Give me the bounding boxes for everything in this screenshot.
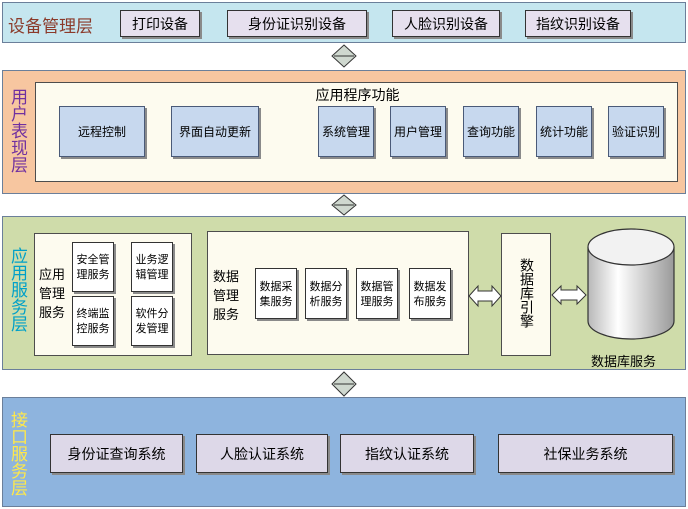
id-card-query-system: 身份证查询系统 (50, 434, 183, 473)
user-layer-band: 用户表现层 应用程序功能 远程控制 界面自动更新 系统管理 用户管理 查询功能 … (2, 70, 686, 194)
system-mgmt: 系统管理 (318, 106, 374, 157)
left-right-arrow-icon (551, 284, 587, 306)
device-layer-label: 设备管理层 (8, 17, 93, 37)
auto-update: 界面自动更新 (171, 106, 259, 157)
software-distribution: 软件分发管理 (131, 296, 173, 346)
app-mgmt-service-panel: 应用管理服务 安全管理服务 业务逻辑管理 终端监控服务 软件分发管理 (34, 233, 192, 356)
security-mgmt: 安全管理服务 (72, 242, 114, 292)
database-icon (587, 228, 675, 340)
device-layer-band: 设备管理层 打印设备 身份证识别设备 人脸识别设备 指纹识别设备 (2, 2, 686, 43)
fingerprint-device: 指纹识别设备 (525, 10, 631, 37)
statistics-function: 统计功能 (536, 106, 592, 157)
remote-control: 远程控制 (59, 106, 145, 157)
left-right-arrow-icon (468, 284, 502, 308)
double-arrow-icon (331, 44, 357, 68)
terminal-monitor: 终端监控服务 (72, 296, 114, 346)
interface-layer-band: 接口服务层 身份证查询系统 人脸认证系统 指纹认证系统 社保业务系统 (2, 397, 686, 507)
db-service-label: 数据库服务 (591, 355, 657, 370)
print-device: 打印设备 (120, 10, 200, 37)
data-mgmt-title: 数据管理服务 (213, 270, 240, 323)
app-layer-label: 应用服务层 (7, 247, 27, 332)
social-security-system: 社保业务系统 (498, 434, 673, 473)
app-mgmt-title: 应用管理服务 (39, 268, 66, 321)
db-engine-label: 数据库引擎 (518, 258, 534, 328)
business-logic-mgmt: 业务逻辑管理 (131, 242, 173, 292)
data-management: 数据管理服务 (356, 268, 398, 319)
double-arrow-icon (331, 194, 357, 216)
app-function-title: 应用程序功能 (315, 88, 400, 104)
fingerprint-auth-system: 指纹认证系统 (340, 434, 474, 473)
query-function: 查询功能 (463, 106, 519, 157)
data-mgmt-service-panel: 数据管理服务 数据采集服务 数据分析服务 数据管理服务 数据发布服务 (207, 231, 469, 355)
db-engine-box: 数据库引擎 (501, 233, 551, 356)
verification: 验证识别 (608, 106, 664, 157)
user-layer-label: 用户表现层 (7, 88, 27, 173)
data-analysis: 数据分析服务 (305, 268, 347, 319)
interface-layer-label: 接口服务层 (7, 411, 27, 496)
user-mgmt: 用户管理 (390, 106, 446, 157)
app-function-panel: 应用程序功能 远程控制 界面自动更新 系统管理 用户管理 查询功能 统计功能 验… (35, 82, 678, 182)
face-device: 人脸识别设备 (392, 10, 500, 37)
app-layer-band: 应用服务层 应用管理服务 安全管理服务 业务逻辑管理 终端监控服务 软件分发管理… (2, 216, 686, 370)
double-arrow-icon (331, 371, 357, 397)
face-auth-system: 人脸认证系统 (196, 434, 328, 473)
data-publish: 数据发布服务 (409, 268, 451, 319)
id-card-device: 身份证识别设备 (227, 10, 367, 37)
data-collection: 数据采集服务 (255, 268, 297, 319)
